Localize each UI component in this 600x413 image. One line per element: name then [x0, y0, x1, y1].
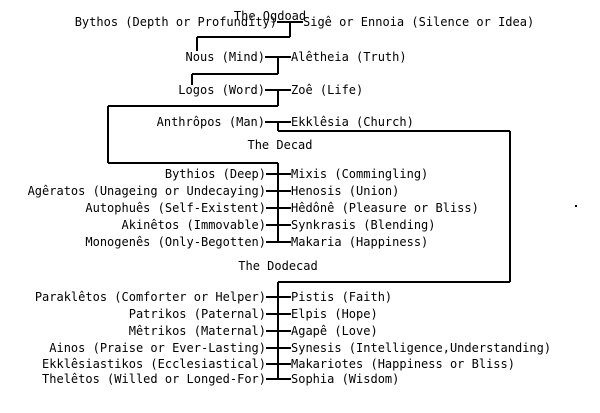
- aeon-right-synesis: Synesis (Intelligence,Understanding): [291, 341, 552, 355]
- aeon-left-theletos: Thelêtos (Willed or Longed-For): [42, 372, 266, 386]
- aeon-right-elpis: Elpis (Hope): [291, 307, 378, 321]
- aeon-right-sige: Sigê or Ennoia (Silence or Idea): [303, 15, 535, 29]
- aeon-right-henosis: Henosis (Union): [291, 184, 400, 198]
- aeon-left-ageratos: Agêratos (Unageing or Undecaying): [27, 184, 266, 198]
- aeon-left-patrikos: Patrikos (Paternal): [128, 307, 266, 321]
- aeon-right-agape: Agapê (Love): [291, 324, 378, 338]
- aeon-right-mixis: Mixis (Commingling): [291, 167, 429, 181]
- aeon-left-monogenes: Monogenês (Only-Begotten): [85, 235, 266, 249]
- group-heading-dodecad: The Dodecad: [238, 259, 318, 273]
- aeon-left-bythios: Bythios (Deep): [164, 167, 266, 181]
- aeon-right-makaria: Makaria (Happiness): [291, 235, 429, 249]
- aeon-left-bythos: Bythos (Depth or Profundity): [74, 15, 277, 29]
- aeon-right-hedone: Hêdônê (Pleasure or Bliss): [291, 201, 479, 215]
- aeon-left-nous: Nous (Mind): [185, 50, 265, 64]
- group-heading-decad: The Decad: [247, 138, 313, 152]
- aeon-right-makariotes: Makariotes (Happiness or Bliss): [291, 357, 515, 371]
- scan-speck: [575, 205, 577, 207]
- aeon-left-logos: Logos (Word): [178, 83, 265, 97]
- aeon-right-synkrasis: Synkrasis (Blending): [291, 218, 436, 232]
- aeon-right-sophia: Sophia (Wisdom): [291, 372, 400, 386]
- aeon-right-pistis: Pistis (Faith): [291, 290, 393, 304]
- aeon-right-ekklesia: Ekklêsia (Church): [291, 115, 414, 129]
- group-heading-ogdoad: The Ogdoad: [233, 9, 307, 23]
- aeon-right-zoe: Zoê (Life): [291, 83, 364, 97]
- aeon-left-ainos: Ainos (Praise or Ever-Lasting): [49, 341, 266, 355]
- aeon-left-anthropos: Anthrôpos (Man): [156, 115, 265, 129]
- aeon-left-metrikos: Mêtrikos (Maternal): [128, 324, 266, 338]
- aeon-left-ekklesiastikos: Ekklêsiastikos (Ecclesiastical): [42, 357, 266, 371]
- aeon-left-autophues: Autophuês (Self-Existent): [85, 201, 266, 215]
- aeon-left-akinetos: Akinêtos (Immovable): [121, 218, 267, 232]
- aeon-right-aletheia: Alêtheia (Truth): [291, 50, 407, 64]
- aeon-left-parakletos: Paraklêtos (Comforter or Helper): [34, 290, 266, 304]
